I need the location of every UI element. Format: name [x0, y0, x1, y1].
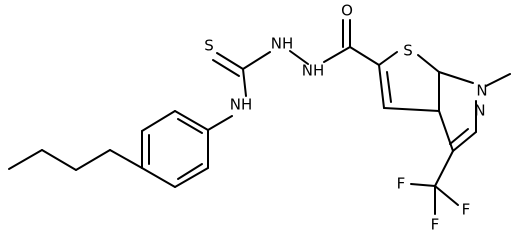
- pyrazole-bond-3: [452, 131, 477, 152]
- nh-carbonyl-bond: [323, 46, 351, 63]
- cf-bond-1: [410, 183, 436, 187]
- fluorine-atom-label-1: F: [397, 175, 406, 193]
- sulfur-thiocarbonyl-label: S: [204, 37, 214, 55]
- pyrazole-double: [449, 128, 469, 145]
- thiophene-bond-4: [383, 107, 440, 112]
- benzene-bond-3: [174, 110, 209, 131]
- hydrazine-nh-label-2: NH: [302, 62, 325, 80]
- thiourea-cs-bond-a: [216, 52, 244, 70]
- cf3-bond: [434, 150, 454, 187]
- thiophene-double: [386, 71, 392, 103]
- nh-thiourea-bond: [242, 68, 247, 97]
- butyl-bond-1: [8, 149, 43, 170]
- carbonyl-thiophene-bond: [349, 46, 380, 66]
- thiourea-cs-bond-b: [212, 59, 240, 77]
- benzene-double-3: [177, 163, 203, 180]
- anilino-nh-label: NH: [230, 96, 253, 114]
- fluorine-atom-label-3: F: [431, 216, 440, 234]
- bond-layer: [8, 19, 511, 215]
- fluorine-atom-label-2: F: [462, 201, 471, 219]
- thiourea-nh-bond: [242, 51, 271, 70]
- oxygen-atom-label: O: [341, 2, 353, 20]
- pyrazole-bond-4: [438, 110, 454, 152]
- benzene-bond-5: [174, 167, 209, 188]
- butyl-bond-3: [75, 149, 111, 171]
- cf-bond-2: [434, 185, 459, 206]
- pyrazole-nitrogen-methyl-label: N: [476, 82, 487, 100]
- aryl-nh-bond: [207, 115, 233, 131]
- hydrazine-nh-label-1: NH: [271, 35, 294, 53]
- atom-label-layer: O S NH NH NH S N N F F F: [204, 2, 487, 234]
- benzene-bond-2: [141, 110, 176, 132]
- thiophene-bond-2: [417, 54, 440, 73]
- thiophene-sulfur-label: S: [403, 42, 413, 60]
- butyl-bond-2: [41, 149, 77, 171]
- butyl-bond-4: [109, 149, 143, 169]
- benzene-double-2: [177, 118, 203, 134]
- n-methyl-bond: [485, 73, 511, 87]
- thiophene-bond-1: [378, 51, 398, 66]
- thiophene-bond-5: [378, 64, 385, 109]
- pyrazole-bond-1: [438, 71, 474, 84]
- hydrazine-nn-bond: [289, 50, 309, 65]
- pyrazole-nitrogen-label: N: [474, 102, 485, 120]
- benzene-bond-6: [141, 167, 176, 188]
